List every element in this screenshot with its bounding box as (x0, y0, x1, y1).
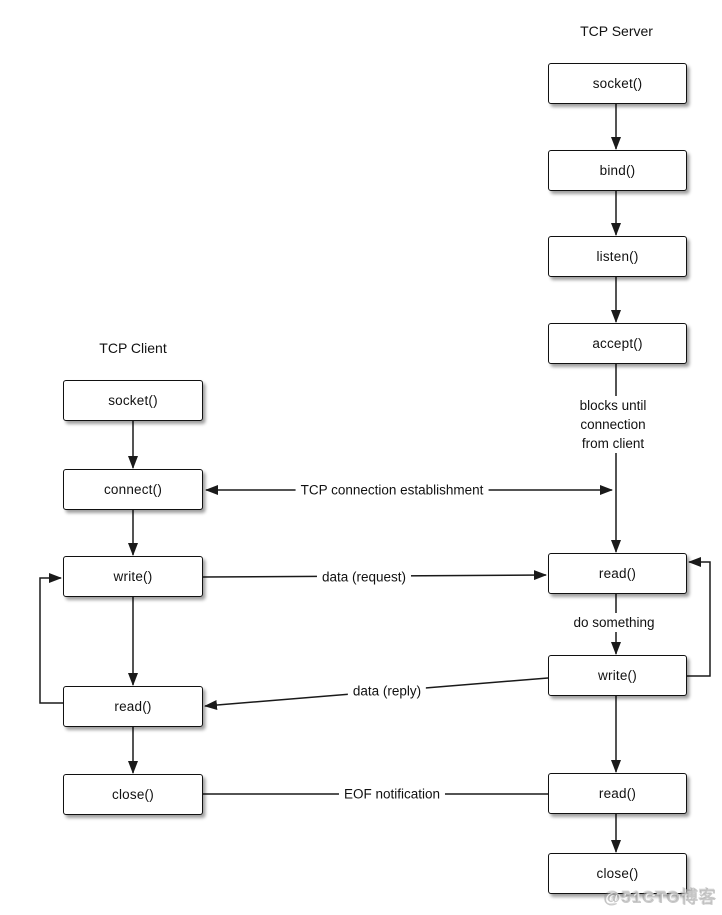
blocks-until-note-line3: from client (581, 436, 645, 451)
data-reply-label: data (reply) (347, 682, 427, 700)
arrow-client-read-loop-to-write (39, 573, 63, 704)
blocks-until-note: blocks until connection from client (575, 396, 651, 453)
eof-notification-label: EOF notification (338, 785, 446, 803)
blocks-until-note-line2: connection (580, 417, 646, 432)
client-box-write: write() (63, 556, 203, 597)
site-watermark: @51CTO博客 (603, 888, 717, 907)
do-something-note: do something (569, 613, 659, 632)
server-box-close: close() (548, 853, 687, 894)
server-box-socket: socket() (548, 63, 687, 104)
client-box-socket: socket() (63, 380, 203, 421)
server-box-listen: listen() (548, 236, 687, 277)
arrow-server-write-loop-to-read (687, 557, 711, 677)
client-box-connect: connect() (63, 469, 203, 510)
blocks-until-note-line1: blocks until (579, 398, 647, 413)
server-box-read-2: read() (548, 773, 687, 814)
server-box-bind: bind() (548, 150, 687, 191)
server-box-read-1: read() (548, 553, 687, 594)
client-column-title: TCP Client (99, 340, 167, 356)
data-request-label: data (request) (316, 568, 412, 586)
client-box-close: close() (63, 774, 203, 815)
server-box-write: write() (548, 655, 687, 696)
server-box-accept: accept() (548, 323, 687, 364)
tcp-connection-establishment-label: TCP connection establishment (295, 481, 489, 499)
client-box-read: read() (63, 686, 203, 727)
server-column-title: TCP Server (580, 23, 653, 39)
